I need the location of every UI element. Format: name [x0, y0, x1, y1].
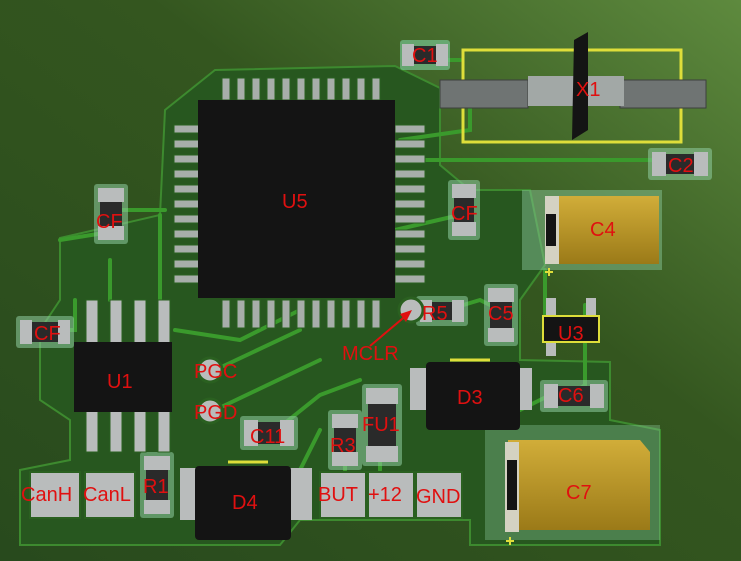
u5-top-pins — [221, 77, 381, 101]
label-pgc: PGC — [194, 361, 237, 383]
label-d3: D3 — [457, 387, 483, 409]
label-c7: C7 — [566, 482, 592, 504]
x1-crystal — [439, 32, 707, 144]
mclr-arrowhead — [400, 310, 412, 322]
u1-soic-chip — [74, 299, 172, 453]
component-labels: U5 X1 C1 C2 C4 CF CF CF R5 C5 U3 MCLR U1… — [21, 45, 694, 514]
canl-pad — [84, 471, 136, 519]
label-gnd: GND — [416, 486, 460, 508]
label-cf-right: CF — [451, 203, 478, 225]
c7-tantalum-capacitor — [485, 425, 660, 545]
label-u5: U5 — [282, 191, 308, 213]
label-canh: CanH — [21, 484, 72, 506]
label-r3: R3 — [330, 435, 356, 457]
r3-resistor — [328, 410, 362, 470]
polarity-marks — [545, 268, 553, 276]
p12-pad — [367, 471, 415, 519]
x1-pad-left — [439, 79, 529, 109]
c1-capacitor — [400, 40, 450, 70]
label-c4: C4 — [590, 219, 616, 241]
d3-diode — [410, 358, 532, 430]
label-pgd: PGD — [194, 402, 237, 424]
label-r1: R1 — [143, 476, 169, 498]
label-c2: C2 — [668, 155, 694, 177]
label-x1: X1 — [576, 79, 600, 101]
label-u3: U3 — [558, 323, 584, 345]
x1-blade — [572, 32, 588, 140]
u5-qfp-chip — [173, 77, 426, 329]
cf-capacitor-left-lower — [16, 316, 74, 348]
c4-tantalum-capacitor — [522, 190, 662, 270]
label-r5: R5 — [422, 303, 448, 325]
mclr-arrow-line — [369, 313, 409, 347]
pgd-test-pad — [196, 397, 224, 425]
label-p12: +12 — [368, 484, 402, 506]
but-pad — [319, 471, 367, 519]
u5-right-pins — [394, 124, 426, 284]
c5-capacitor — [484, 284, 518, 346]
label-c5: C5 — [488, 303, 514, 325]
pgc-test-pad — [196, 356, 224, 384]
u5-body — [198, 100, 395, 298]
u1-body — [74, 342, 172, 412]
c11-capacitor — [240, 416, 298, 450]
gnd-pad — [415, 471, 463, 519]
label-cf-left-lower: CF — [34, 323, 61, 345]
label-mclr: MCLR — [342, 343, 399, 365]
label-canl: CanL — [83, 484, 131, 506]
label-cf-left-upper: CF — [96, 211, 123, 233]
canh-pad — [29, 471, 81, 519]
label-c11: C11 — [250, 426, 285, 448]
u5-bottom-pins — [221, 299, 381, 329]
r1-resistor — [140, 452, 174, 518]
label-d4: D4 — [232, 492, 258, 514]
x1-pad-right — [619, 79, 707, 109]
r5-resistor — [416, 296, 468, 326]
cf-capacitor-right — [448, 180, 480, 240]
d4-diode — [180, 460, 312, 540]
fu1-fuse — [362, 384, 402, 466]
c6-capacitor — [540, 380, 608, 412]
label-c1: C1 — [412, 45, 438, 67]
c2-capacitor — [648, 148, 712, 180]
label-c6: C6 — [558, 385, 584, 407]
label-u1: U1 — [107, 371, 133, 393]
label-fu1: FU1 — [362, 414, 400, 436]
cf-capacitor-left-upper — [94, 184, 128, 244]
u3-regulator — [542, 298, 600, 356]
label-but: BUT — [318, 484, 358, 506]
connector-pads — [29, 471, 463, 519]
